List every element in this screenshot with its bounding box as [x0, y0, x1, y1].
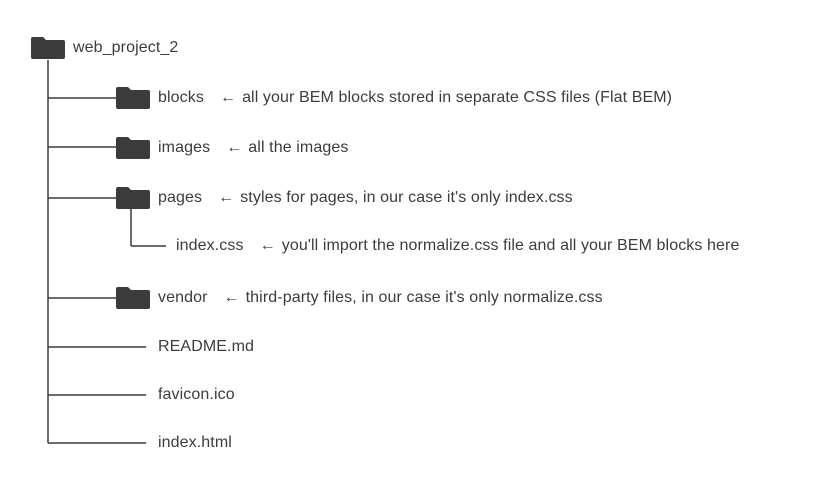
note-text: you'll import the normalize.css file and…: [281, 237, 740, 254]
item-name: index.css: [176, 237, 244, 254]
folder-icon: [116, 287, 150, 309]
item-note: ← third-party files, in our case it's onl…: [224, 289, 603, 307]
note-text: styles for pages, in our case it's only …: [240, 189, 573, 206]
left-arrow-icon: ←: [219, 89, 237, 106]
note-text: third-party files, in our case it's only…: [245, 289, 603, 306]
root-folder-name: web_project_2: [73, 39, 179, 56]
folder-icon: [116, 87, 150, 109]
folder-icon: [116, 137, 150, 159]
item-note: ← you'll import the normalize.css file an…: [260, 237, 740, 255]
tree-item-blocks: blocks ← all your BEM blocks stored in se…: [116, 85, 672, 111]
item-name: vendor: [158, 289, 208, 306]
item-note: ← all the images: [226, 139, 348, 157]
tree-item-pages: pages ← styles for pages, in our case it'…: [116, 185, 573, 211]
item-name: favicon.ico: [158, 386, 235, 403]
tree-item-index-css: index.css ← you'll import the normalize.c…: [176, 233, 739, 259]
tree-item-readme: README.md: [158, 334, 254, 360]
left-arrow-icon: ←: [226, 139, 243, 156]
tree-item-images: images ← all the images: [116, 135, 348, 161]
note-text: all the images: [248, 139, 349, 156]
note-text: all your BEM blocks stored in separate C…: [242, 89, 673, 106]
tree-item-favicon: favicon.ico: [158, 382, 235, 408]
left-arrow-icon: ←: [218, 189, 235, 206]
tree-item-index-html: index.html: [158, 430, 232, 456]
item-name: README.md: [158, 338, 255, 355]
tree-item-vendor: vendor ← third-party files, in our case i…: [116, 285, 603, 311]
item-name: pages: [158, 189, 203, 206]
item-name: index.html: [158, 434, 232, 451]
tree-root: web_project_2: [31, 35, 178, 61]
left-arrow-icon: ←: [259, 237, 276, 254]
item-note: ← all your BEM blocks stored in separate …: [220, 89, 672, 107]
folder-icon: [116, 187, 150, 209]
item-name: blocks: [158, 89, 204, 106]
folder-icon: [31, 37, 65, 59]
item-note: ← styles for pages, in our case it's only…: [218, 189, 573, 207]
left-arrow-icon: ←: [223, 289, 240, 306]
item-name: images: [158, 139, 211, 156]
